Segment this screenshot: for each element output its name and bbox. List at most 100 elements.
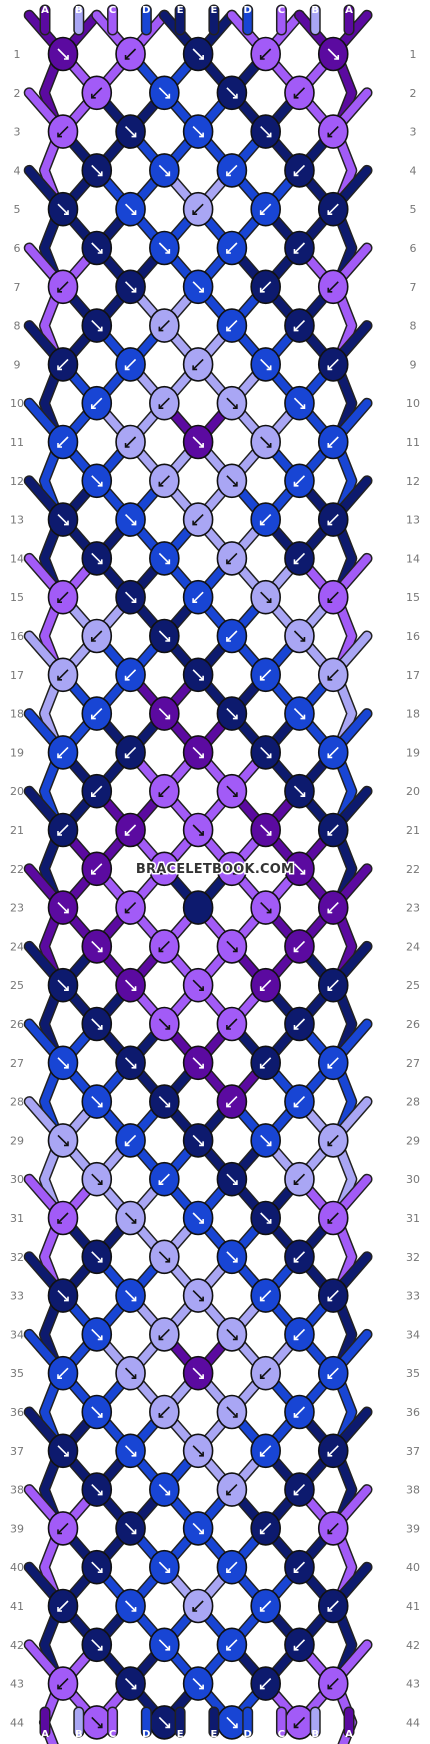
- knot-arrow-icon: [124, 1367, 137, 1379]
- knot: [149, 230, 180, 266]
- knot-arrow-icon: [260, 1367, 272, 1379]
- knot-arrow-icon: [327, 1600, 339, 1612]
- row-number-left: 37: [10, 1445, 24, 1458]
- row-number-left: 40: [10, 1561, 24, 1574]
- knot-arrowhead-icon: [57, 443, 62, 448]
- knot-arrow-icon: [57, 591, 69, 603]
- knot-arrow-icon: [293, 1096, 306, 1108]
- knot-arrowhead-icon: [327, 1296, 333, 1302]
- knot: [250, 502, 281, 537]
- knot-arrow-icon: [226, 1018, 238, 1030]
- knot-arrow-icon: [260, 591, 272, 603]
- knot-arrowhead-icon: [327, 365, 333, 371]
- knot-arrow-icon: [158, 552, 170, 564]
- knot-arrow-icon: [260, 514, 272, 526]
- knot-arrow-icon: [192, 436, 204, 448]
- row-number-left: 44: [10, 1716, 24, 1729]
- row-number-left: 36: [10, 1406, 24, 1419]
- knot-arrowhead-icon: [158, 792, 164, 798]
- knot: [81, 463, 113, 499]
- knot-arrowhead-icon: [226, 1645, 231, 1651]
- knot-arrow-icon: [158, 164, 170, 176]
- knot-arrowhead-icon: [131, 210, 137, 215]
- knot: [216, 696, 248, 731]
- knot-arrow-icon: [260, 746, 272, 758]
- knot-arrowhead-icon: [57, 598, 62, 604]
- knot-arrowhead-icon: [259, 1296, 265, 1302]
- knot-arrowhead-icon: [165, 93, 171, 99]
- knot: [317, 1123, 349, 1158]
- knot: [317, 424, 349, 460]
- knot-arrow-icon: [192, 1134, 204, 1146]
- knot: [250, 424, 281, 460]
- knot: [47, 812, 79, 848]
- knot: [81, 1549, 113, 1585]
- knot-arrow-icon: [158, 1173, 170, 1185]
- knot: [47, 1355, 79, 1391]
- knot-arrow-icon: [327, 824, 339, 836]
- knot: [47, 1278, 79, 1313]
- knot-arrowhead-icon: [300, 637, 306, 642]
- knot-arrow-icon: [293, 475, 306, 487]
- knot-arrow-icon: [327, 1134, 339, 1146]
- row-number-right: 29: [406, 1134, 420, 1147]
- knot: [115, 1433, 146, 1469]
- knot-arrowhead-icon: [158, 1180, 164, 1185]
- knot-arrow-icon: [57, 1134, 69, 1146]
- knot-arrow-icon: [124, 1212, 137, 1224]
- knot-arrowhead-icon: [64, 1063, 69, 1069]
- knot-arrow-icon: [57, 902, 69, 914]
- row-number-left: 8: [14, 320, 21, 333]
- knot: [284, 1006, 315, 1042]
- row-number-right: 14: [406, 552, 420, 565]
- strand-letter-bottom: C: [109, 1729, 116, 1740]
- knot: [81, 1006, 113, 1042]
- knot-arrowhead-icon: [57, 1684, 62, 1690]
- knot-arrowhead-icon: [64, 1451, 69, 1457]
- knot-arrowhead-icon: [192, 210, 198, 215]
- knot: [81, 773, 113, 809]
- knot-arrow-icon: [260, 902, 272, 914]
- knot: [47, 1511, 79, 1546]
- knot: [149, 1627, 180, 1663]
- row-number-right: 3: [410, 126, 417, 139]
- knot-arrow-icon: [226, 940, 238, 952]
- knot-arrow-icon: [327, 203, 339, 215]
- knot-arrowhead-icon: [327, 753, 333, 759]
- knot-arrow-icon: [260, 669, 272, 681]
- knot-arrowhead-icon: [64, 908, 69, 914]
- knot: [317, 191, 349, 227]
- knot-arrowhead-icon: [293, 1413, 299, 1418]
- knot: [47, 191, 79, 227]
- knot-arrow-icon: [124, 1445, 137, 1457]
- row-number-left: 19: [10, 746, 24, 759]
- knot: [317, 1278, 349, 1313]
- knot-arrowhead-icon: [131, 287, 137, 293]
- row-number-right: 15: [406, 591, 420, 604]
- knot-arrow-icon: [124, 979, 137, 991]
- knot-arrow-icon: [293, 708, 306, 720]
- knot-arrow-icon: [57, 1600, 69, 1612]
- knot-arrowhead-icon: [327, 986, 333, 992]
- strand-letter-top: C: [109, 5, 116, 16]
- knot-arrowhead-icon: [226, 171, 231, 177]
- knot-arrow-icon: [192, 669, 204, 681]
- knot-arrowhead-icon: [266, 598, 272, 604]
- knot-arrow-icon: [260, 281, 272, 293]
- strand-letter-top: E: [177, 5, 184, 16]
- row-number-right: 6: [410, 242, 417, 255]
- row-number-left: 7: [14, 281, 21, 294]
- knot-arrow-icon: [192, 1057, 204, 1069]
- knot-arrowhead-icon: [64, 1296, 69, 1302]
- knot-arrowhead-icon: [165, 1025, 171, 1030]
- knot: [284, 385, 315, 421]
- row-number-right: 37: [406, 1445, 420, 1458]
- knot: [182, 36, 214, 72]
- knot-arrowhead-icon: [259, 55, 265, 60]
- row-number-right: 2: [410, 87, 417, 100]
- row-number-right: 1: [410, 48, 417, 61]
- row-number-right: 25: [406, 979, 420, 992]
- knot: [81, 230, 113, 266]
- row-number-left: 31: [10, 1212, 24, 1225]
